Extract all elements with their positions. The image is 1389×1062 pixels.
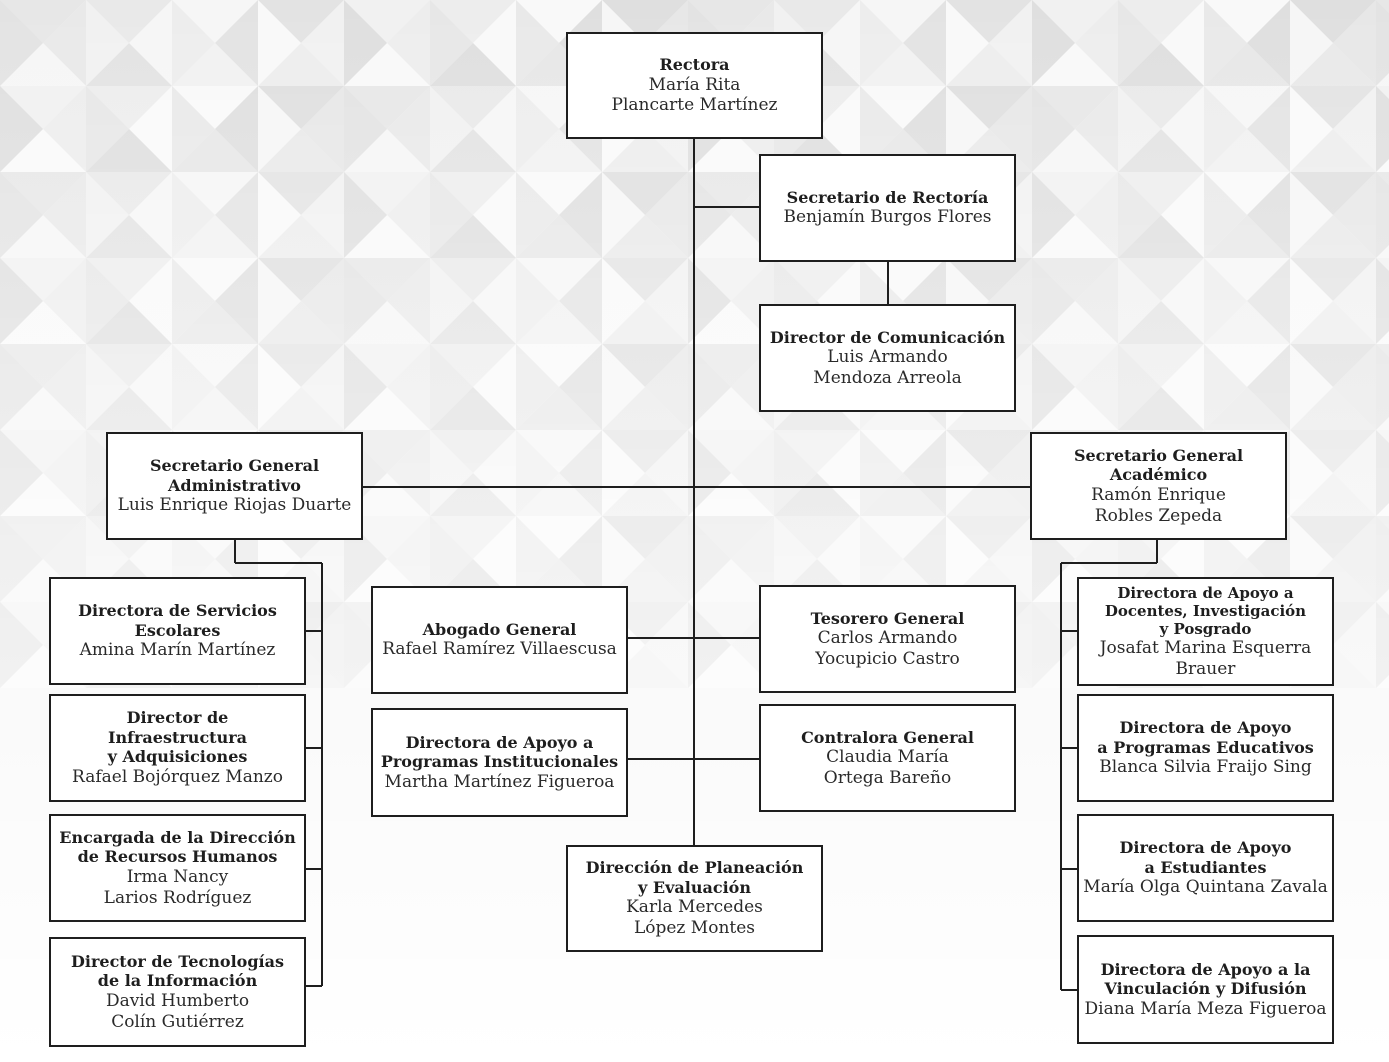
node-name: Luis Armando Mendoza Arreola <box>813 347 962 388</box>
node-name: Diana María Meza Figueroa <box>1084 998 1327 1019</box>
node-tecnologias-informacion: Director de Tecnologías de la Informació… <box>49 937 306 1047</box>
node-recursos-humanos: Encargada de la Dirección de Recursos Hu… <box>49 814 306 922</box>
node-name: David Humberto Colín Gutiérrez <box>105 990 250 1032</box>
node-director-comunicacion: Director de Comunicación Luis Armando Me… <box>759 304 1016 412</box>
node-rectora: Rectora María Rita Plancarte Martínez <box>566 32 823 139</box>
node-title: Directora de Servicios Escolares <box>78 601 277 640</box>
node-name: Benjamín Burgos Flores <box>783 207 992 228</box>
node-title: Abogado General <box>422 619 577 639</box>
node-name: Josafat Marina Esquerra Brauer <box>1099 637 1312 679</box>
node-name: Carlos Armando Yocupicio Castro <box>815 628 960 669</box>
node-title: Secretario General Administrativo <box>149 456 320 495</box>
node-name: Irma Nancy Larios Rodríguez <box>103 866 252 908</box>
node-name: Rafael Bojórquez Manzo <box>72 766 283 787</box>
node-servicios-escolares: Directora de Servicios Escolares Amina M… <box>49 577 306 685</box>
node-title: Secretario de Rectoría <box>786 187 989 207</box>
node-title: Director de Infraestructura y Adquisicio… <box>107 708 248 767</box>
node-name: Blanca Silvia Fraijo Sing <box>1099 757 1312 778</box>
node-title: Directora de Apoyo a Programas Instituci… <box>380 732 619 772</box>
node-planeacion-evaluacion: Dirección de Planeación y Evaluación Kar… <box>566 845 823 952</box>
node-title: Directora de Apoyo a Estudiantes <box>1119 838 1292 877</box>
node-apoyo-docentes: Directora de Apoyo a Docentes, Investiga… <box>1077 577 1334 686</box>
node-apoyo-vinculacion: Directora de Apoyo a la Vinculación y Di… <box>1077 935 1334 1044</box>
node-name: Karla Mercedes López Montes <box>626 897 763 939</box>
node-title: Directora de Apoyo a Docentes, Investiga… <box>1104 583 1307 638</box>
node-apoyo-estudiantes: Directora de Apoyo a Estudiantes María O… <box>1077 814 1334 922</box>
node-title: Rectora <box>659 55 730 74</box>
node-title: Directora de Apoyo a Programas Educativo… <box>1097 718 1314 757</box>
node-abogado-general: Abogado General Rafael Ramírez Villaescu… <box>371 586 628 694</box>
node-name: Luis Enrique Riojas Duarte <box>117 495 352 516</box>
node-name: María Olga Quintana Zavala <box>1083 877 1328 898</box>
node-secretario-academico: Secretario General Académico Ramón Enriq… <box>1030 432 1287 540</box>
node-title: Directora de Apoyo a la Vinculación y Di… <box>1100 959 1311 999</box>
node-name: Claudia María Ortega Bareño <box>823 747 952 788</box>
node-title: Dirección de Planeación y Evaluación <box>585 858 804 897</box>
node-name: Martha Martínez Figueroa <box>384 771 615 792</box>
node-secretario-rectoria: Secretario de Rectoría Benjamín Burgos F… <box>759 154 1016 262</box>
node-infraestructura: Director de Infraestructura y Adquisicio… <box>49 694 306 802</box>
node-name: Ramón Enrique Robles Zepeda <box>1091 484 1226 526</box>
node-title: Contralora General <box>801 727 974 747</box>
node-name: María Rita Plancarte Martínez <box>611 74 778 116</box>
node-title: Secretario General Académico <box>1073 445 1244 485</box>
node-secretario-administrativo: Secretario General Administrativo Luis E… <box>106 432 363 540</box>
node-name: Amina Marín Martínez <box>79 640 276 661</box>
node-apoyo-programas-institucionales: Directora de Apoyo a Programas Instituci… <box>371 708 628 817</box>
node-name: Rafael Ramírez Villaescusa <box>382 639 617 660</box>
node-contralora-general: Contralora General Claudia María Ortega … <box>759 704 1016 812</box>
node-title: Encargada de la Dirección de Recursos Hu… <box>59 827 296 867</box>
node-title: Director de Comunicación <box>769 327 1006 347</box>
node-apoyo-programas-educativos: Directora de Apoyo a Programas Educativo… <box>1077 694 1334 802</box>
node-title: Tesorero General <box>810 608 965 628</box>
node-title: Director de Tecnologías de la Informació… <box>71 951 284 991</box>
node-tesorero-general: Tesorero General Carlos Armando Yocupici… <box>759 585 1016 693</box>
